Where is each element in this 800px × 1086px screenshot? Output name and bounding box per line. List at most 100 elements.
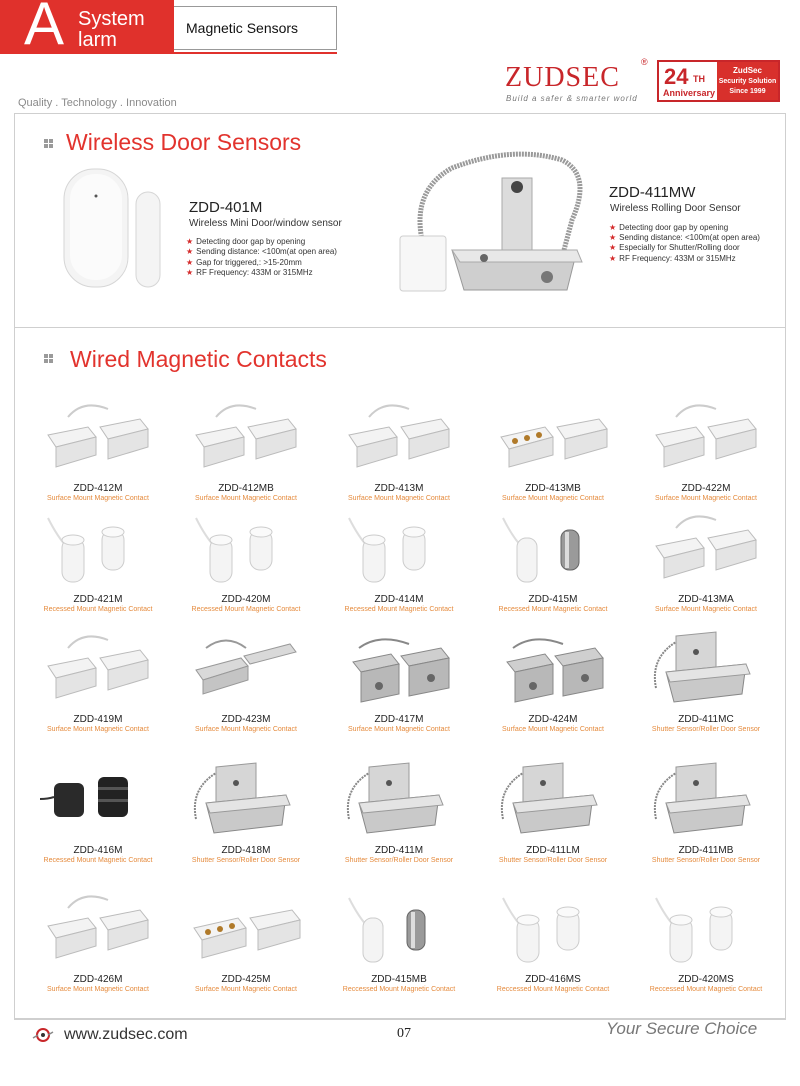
- anniversary-since: Since 1999: [729, 88, 766, 95]
- category-tab: [174, 6, 337, 50]
- recessed-contact-icon: [502, 897, 580, 963]
- product-description: Surface Mount Magnetic Contact: [348, 726, 450, 733]
- product-description: Surface Mount Magnetic Contact: [502, 726, 604, 733]
- terminal-contact-icon: [500, 418, 608, 468]
- footer-rule: [14, 1019, 786, 1020]
- white-surface-contact-icon: [195, 404, 297, 468]
- logo-line-2: larm: [78, 29, 117, 51]
- product-model: ZDD-426M: [73, 974, 123, 985]
- star-icon: ★: [609, 223, 617, 232]
- shutter-sensor-icon: [194, 762, 291, 834]
- category-title: Magnetic Sensors: [186, 20, 299, 36]
- white-surface-contact-icon: [47, 895, 149, 959]
- product-model: ZDD-420M: [221, 594, 271, 605]
- product-description: Surface Mount Magnetic Contact: [47, 726, 149, 733]
- brand-mark-icon: [32, 1028, 54, 1042]
- product-description: Shutter Sensor/Roller Door Sensor: [191, 857, 301, 864]
- product-description: Shutter Sensor/Roller Door Sensor: [651, 726, 761, 733]
- product-model: ZDD-411M: [374, 845, 424, 856]
- metal-contact-icon: [506, 638, 604, 703]
- product-model: ZDD-417M: [374, 714, 424, 725]
- product-model: ZDD-419M: [73, 714, 123, 725]
- star-icon: ★: [186, 258, 194, 267]
- product-model: ZDD-424M: [528, 714, 578, 725]
- white-block-contact-icon: [47, 635, 149, 699]
- product-model: ZDD-422M: [681, 483, 731, 494]
- product-description: Shutter Sensor/Roller Door Sensor: [498, 857, 608, 864]
- star-icon: ★: [609, 243, 617, 252]
- recessed-metal-contact-icon: [502, 517, 580, 583]
- product-model: ZDD-411MC: [678, 714, 734, 725]
- grey-surface-contact-icon: [195, 639, 297, 695]
- anniversary-number: 24: [664, 64, 689, 89]
- logo-line-1: System: [78, 8, 145, 30]
- white-surface-contact-icon: [655, 515, 757, 579]
- product-description: Reccessed Mount Magnetic Contact: [342, 986, 456, 993]
- shutter-sensor-icon: [654, 762, 751, 834]
- brand-tagline: Build a safer & smarter world: [506, 94, 638, 103]
- product-model: ZDD-423M: [221, 714, 271, 725]
- terminal-contact-icon: [193, 909, 301, 959]
- feature-bullet: ★Sending distance: <100m(at open area): [609, 233, 760, 242]
- product-description: Surface Mount Magnetic Contact: [655, 606, 757, 613]
- product-description: Surface Mount Magnetic Contact: [348, 495, 450, 502]
- anniversary-label: Anniversary: [663, 88, 716, 98]
- product-description: Surface Mount Magnetic Contact: [195, 495, 297, 502]
- product-model: ZDD-411LM: [526, 845, 580, 856]
- rolling-door-sensor-image: [399, 151, 583, 292]
- product-model: ZDD-415MB: [371, 974, 427, 985]
- recessed-contact-icon: [195, 517, 273, 583]
- product-model: ZDD-413MB: [525, 483, 581, 494]
- product-model: ZDD-413M: [374, 483, 424, 494]
- logo-letter: A: [24, 0, 65, 57]
- product-model: ZDD-421M: [73, 594, 123, 605]
- recessed-metal-contact-icon: [348, 897, 426, 963]
- product-description: Surface Mount Magnetic Contact: [195, 726, 297, 733]
- header-slogan: Quality . Technology . Innovation: [18, 97, 177, 109]
- product-description: Wireless Rolling Door Sensor: [610, 203, 741, 214]
- wireless-door-sensor-image: [63, 168, 161, 288]
- page-number: 07: [397, 1026, 411, 1041]
- star-icon: ★: [186, 237, 194, 246]
- brand-logo: ZUDSEC: [505, 62, 620, 93]
- product-description: Recessed Mount Magnetic Contact: [344, 606, 454, 613]
- star-icon: ★: [609, 254, 617, 263]
- product-description: Recessed Mount Magnetic Contact: [191, 606, 301, 613]
- anniversary-company: ZudSec: [733, 66, 762, 75]
- product-description: Reccessed Mount Magnetic Contact: [496, 986, 610, 993]
- product-model: ZDD-425M: [221, 974, 271, 985]
- product-description: Wireless Mini Door/window sensor: [189, 218, 342, 229]
- feature-bullet: ★Sending distance: <100m(at open area): [186, 247, 337, 256]
- white-surface-contact-icon: [655, 404, 757, 468]
- star-icon: ★: [186, 268, 194, 277]
- star-icon: ★: [609, 233, 617, 242]
- black-recessed-contact-icon: [39, 777, 128, 817]
- star-icon: ★: [186, 247, 194, 256]
- product-description: Recessed Mount Magnetic Contact: [43, 857, 153, 864]
- product-description: Surface Mount Magnetic Contact: [195, 986, 297, 993]
- white-surface-contact-icon: [47, 404, 149, 468]
- shutter-sensor-icon: [347, 762, 444, 834]
- product-model: ZDD-413MA: [678, 594, 734, 605]
- product-model: ZDD-411MB: [678, 845, 734, 856]
- feature-bullet: ★Detecting door gap by opening: [186, 237, 306, 246]
- header-rule: [0, 52, 337, 54]
- product-model: ZDD-418M: [221, 845, 271, 856]
- feature-bullet: ★RF Frequency: 433M or 315MHz: [609, 254, 736, 263]
- product-model: ZDD-416M: [73, 845, 123, 856]
- anniversary-red-block: [717, 62, 778, 100]
- product-description: Surface Mount Magnetic Contact: [47, 986, 149, 993]
- feature-bullet: ★Especially for Shutter/Rolling door: [609, 243, 740, 252]
- website-link[interactable]: www.zudsec.com: [64, 1026, 188, 1043]
- recessed-contact-icon: [655, 897, 733, 963]
- footer-slogan: Your Secure Choice: [606, 1019, 758, 1038]
- anniversary-solution: Security Solution: [718, 78, 777, 85]
- feature-bullet: ★RF Frequency: 433M or 315MHz: [186, 268, 313, 277]
- product-description: Shutter Sensor/Roller Door Sensor: [344, 857, 454, 864]
- product-description: Shutter Sensor/Roller Door Sensor: [651, 857, 761, 864]
- section-bullet-icon: [44, 139, 54, 149]
- feature-bullet: ★Gap for triggered,: >15-20mm: [186, 258, 302, 267]
- product-model: ZDD-420MS: [678, 974, 734, 985]
- product-description: Recessed Mount Magnetic Contact: [498, 606, 608, 613]
- product-model: ZDD-411MW: [609, 184, 696, 201]
